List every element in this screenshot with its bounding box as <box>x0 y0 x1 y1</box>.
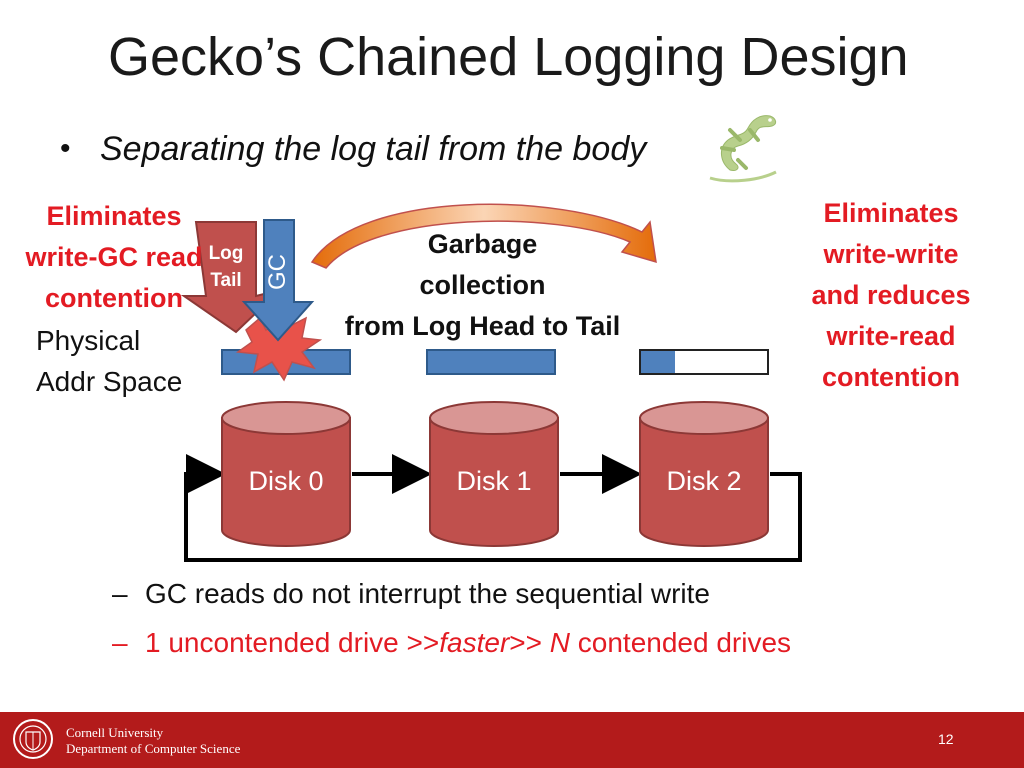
right-callout-line5: contention <box>822 362 960 392</box>
right-callout-line2: write-write <box>823 239 959 269</box>
sub-bullet-2: 1 uncontended drive >>faster>> N contend… <box>145 627 791 659</box>
left-callout: Eliminates write-GC read contention <box>8 196 220 319</box>
gc-caption-line2: collection <box>419 270 546 300</box>
footer-department-name: Department of Computer Science <box>66 741 241 756</box>
gecko-logo-icon <box>709 115 777 183</box>
sub-bullet-2-part5: contended drives <box>569 627 792 658</box>
right-callout-line3: and reduces <box>811 280 971 310</box>
left-callout-line3: contention <box>45 283 183 313</box>
gc-caption: Garbage collection from Log Head to Tail <box>325 224 640 347</box>
sub-bullet-2-part1: 1 uncontended drive >> <box>145 627 440 658</box>
left-callout-line2: write-GC read <box>25 242 203 272</box>
gc-down-arrow <box>241 219 315 342</box>
sub-bullet-2-part3: >> <box>509 627 550 658</box>
gc-caption-line1: Garbage <box>427 229 538 259</box>
sub-bullet-1: GC reads do not interrupt the sequential… <box>145 578 710 609</box>
disk-2-label: Disk 2 <box>666 466 742 496</box>
sub-bullet-2-n: N <box>549 627 570 658</box>
physical-label-line1: Physical <box>36 325 141 356</box>
address-bar-disk1 <box>426 349 556 375</box>
sub-bullet-dash-2: – <box>112 627 128 658</box>
footer-university: Cornell University Department of Compute… <box>66 725 240 757</box>
physical-label-line2: Addr Space <box>36 366 183 397</box>
page-number: 12 <box>938 731 954 747</box>
left-callout-line1: Eliminates <box>46 201 182 231</box>
right-callout-line1: Eliminates <box>823 198 959 228</box>
gc-curved-arrow <box>310 203 657 269</box>
disk-1-cylinder <box>429 401 559 547</box>
main-bullet: Separating the log tail from the body <box>100 130 647 168</box>
sub-bullet-2-faster: faster <box>439 627 510 658</box>
cornell-seal-icon <box>13 719 53 759</box>
gc-caption-line3: from Log Head to Tail <box>344 311 621 341</box>
address-bar-disk2-fill <box>641 351 675 373</box>
log-tail-label-line1: Log <box>208 243 244 264</box>
gc-arrow-label: GC <box>264 254 291 290</box>
footer-bar <box>0 712 1024 768</box>
right-callout: Eliminates write-write and reduces write… <box>796 193 986 398</box>
log-tail-label-line2: Tail <box>210 270 242 291</box>
log-tail-label: Log Tail <box>203 240 249 294</box>
disk-1-label: Disk 1 <box>456 466 532 496</box>
right-callout-line4: write-read <box>826 321 956 351</box>
disk-2-cylinder <box>639 401 769 547</box>
chain-loop-line <box>184 454 802 562</box>
bullet-dot: • <box>60 132 71 165</box>
slide-title: Gecko’s Chained Logging Design <box>108 27 909 87</box>
disk-0-label: Disk 0 <box>248 466 324 496</box>
disk-0-cylinder <box>221 401 351 547</box>
sub-bullet-dash-1: – <box>112 578 128 609</box>
footer-university-name: Cornell University <box>66 725 164 740</box>
